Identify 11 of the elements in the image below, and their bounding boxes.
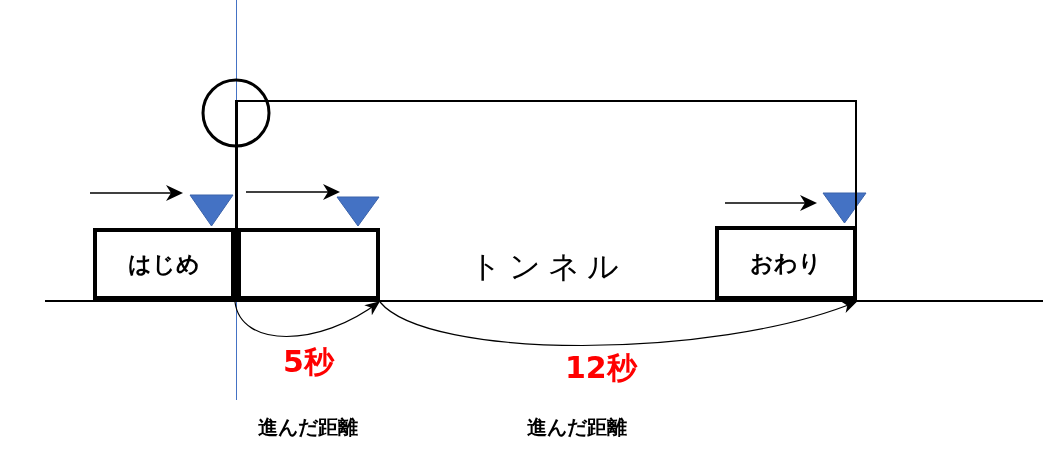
curved-arrow <box>234 301 381 338</box>
train-box: はじめ <box>93 228 235 300</box>
note-text: 進んだ距離 <box>527 415 627 439</box>
curved-arrow <box>379 300 858 347</box>
edge-label: 12秒 <box>565 350 637 386</box>
tunnel-outline <box>235 100 857 300</box>
train-box <box>237 228 380 300</box>
train-box: おわり <box>715 226 857 300</box>
tunnel-label: トンネル <box>470 248 626 286</box>
note-text: 進んだ距離 <box>258 415 358 439</box>
edge-label: 5秒 <box>283 344 334 380</box>
